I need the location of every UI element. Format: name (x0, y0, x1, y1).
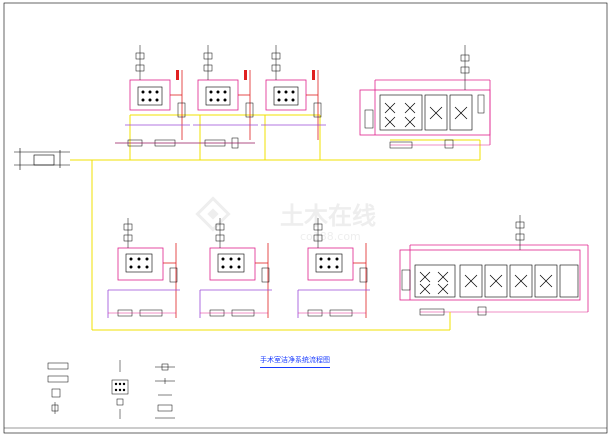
watermark-domain: co188.com (300, 230, 361, 243)
incoming-header (14, 148, 70, 170)
lower-right-ahu (399, 215, 589, 330)
ahu-unit (125, 45, 190, 140)
watermark: 土木在线 co188.com (195, 196, 376, 243)
drawing-title: 手术室洁净系统流程图 (260, 356, 330, 364)
upper-supply-main (70, 114, 481, 331)
title-underline (260, 367, 330, 368)
ahu-unit (261, 45, 326, 140)
drawing-frame (3, 2, 608, 434)
drawing-title-block: 手术室洁净系统流程图 (260, 353, 330, 368)
legend-symbols (47, 360, 175, 419)
ahu-unit (199, 218, 272, 318)
watermark-text: 土木在线 (280, 202, 376, 230)
ahu-unit (193, 45, 258, 140)
lower-ahu-group (107, 218, 370, 318)
ahu-unit (297, 218, 370, 318)
upper-right-ahu (359, 45, 491, 149)
ahu-unit (107, 218, 180, 318)
upper-ahu-group (115, 45, 326, 149)
